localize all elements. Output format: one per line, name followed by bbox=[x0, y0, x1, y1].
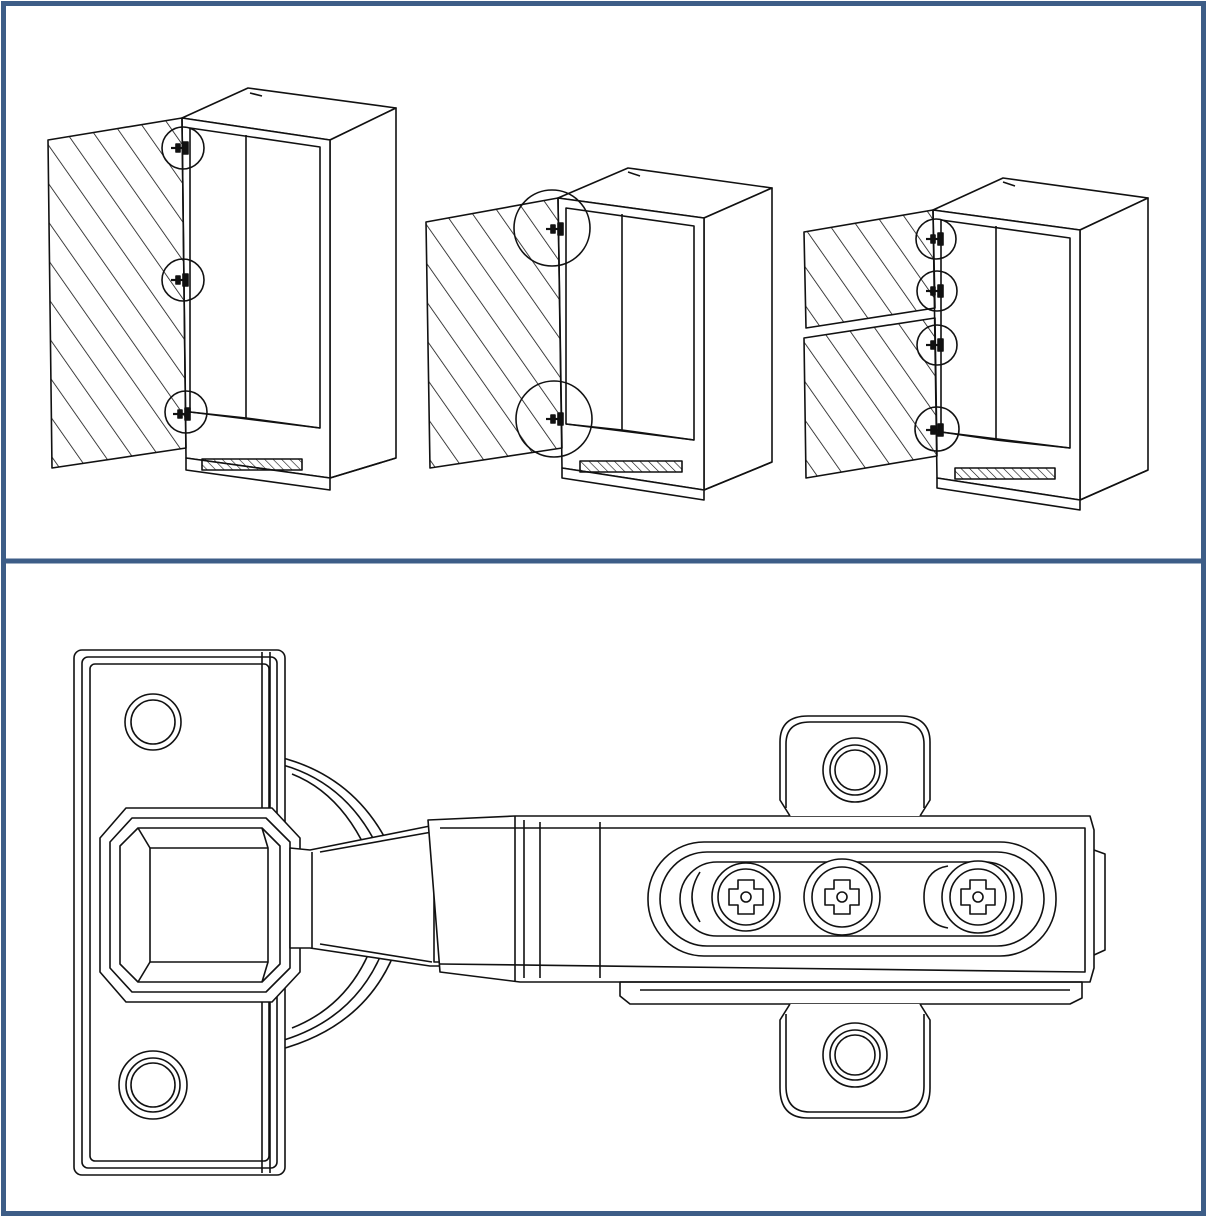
base-mounting-plate bbox=[779, 715, 931, 1119]
slot-left-notch bbox=[691, 871, 701, 923]
screw-left bbox=[711, 862, 781, 932]
tall-cabinet bbox=[47, 87, 397, 491]
screw-center bbox=[803, 858, 881, 936]
upper-door bbox=[803, 209, 936, 329]
medium-cabinet bbox=[425, 167, 773, 501]
hinge-top-view-panel bbox=[73, 649, 1106, 1176]
adjustment-slot bbox=[647, 841, 1057, 957]
base-hole-top bbox=[822, 737, 888, 803]
screw-right bbox=[923, 860, 1015, 934]
medium-cabinet-door bbox=[425, 197, 563, 469]
plate-hole-bottom bbox=[118, 1050, 188, 1120]
tall-cabinet-door bbox=[47, 117, 187, 469]
plate-hole-top bbox=[124, 693, 182, 751]
two-door-cabinet bbox=[803, 177, 1149, 511]
door-mounting-plate bbox=[73, 649, 301, 1176]
base-hole-bottom bbox=[822, 1022, 888, 1088]
lower-door bbox=[803, 317, 938, 479]
cabinet-hinge-placement-panel bbox=[47, 87, 1149, 511]
